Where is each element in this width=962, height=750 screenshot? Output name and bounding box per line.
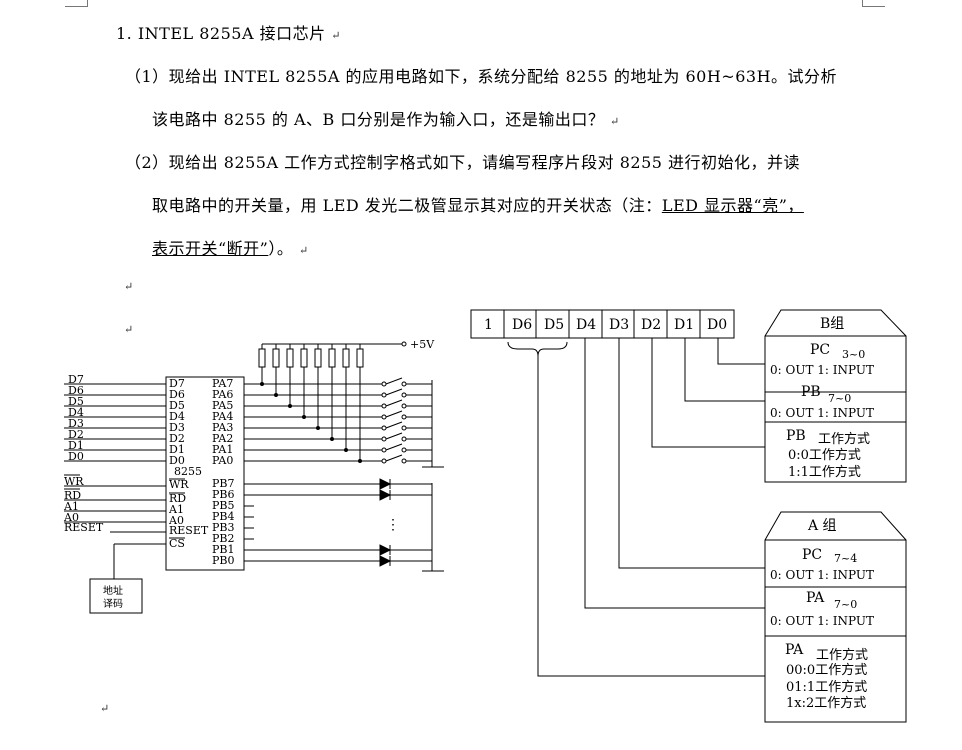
pa-pin-label: PA1 — [212, 443, 233, 456]
pa-pin-label: PA5 — [212, 399, 233, 412]
group-b-mode-head: PB — [786, 428, 806, 444]
pb-pin-label: PB5 — [212, 499, 234, 512]
control-signal-label: WR — [64, 475, 84, 488]
pb-pin-label: PB1 — [212, 543, 234, 556]
bit-cell-0: D0 — [707, 317, 727, 333]
chip-pin-data-label: D2 — [169, 432, 185, 445]
data-bus-label: D7 — [68, 373, 84, 386]
chip-pin-data-label: D0 — [169, 454, 185, 467]
supply-label: +5V — [410, 338, 435, 351]
pb-pin-label: PB2 — [212, 532, 234, 545]
decoder-label-line-2: 译码 — [103, 598, 123, 610]
pb-pin-label: PB7 — [212, 477, 234, 490]
decoder-label-line-1: 地址 — [103, 584, 123, 597]
group-b-pb-head: PB — [801, 384, 821, 400]
group-a-mode-head: PA — [785, 642, 804, 658]
group-b-mode-1: 1:1工作方式 — [788, 464, 861, 480]
question-2-line-2: 取电路中的开关量，用 LED 发光二极管显示其对应的开关状态（注：LED 显示器… — [152, 196, 804, 215]
group-a-mode-01: 01:1工作方式 — [786, 679, 867, 695]
group-a-pa-io: 0: OUT 1: INPUT — [770, 614, 874, 628]
chip-pin-control-label: CS — [169, 537, 185, 550]
control-word-diagram: 1 D6 D5 D4 D3 D2 D1 D0 B组 PC 3~0 0: OUT … — [470, 309, 907, 723]
question-2-line-1: （2）现给出 8255A 工作方式控制字格式如下，请编写程序片段对 8255 进… — [125, 153, 801, 172]
data-bus-label: D6 — [68, 384, 84, 397]
chip-pin-data-label: D1 — [169, 443, 185, 456]
group-b-pc-io: 0: OUT 1: INPUT — [770, 363, 874, 377]
chip-pin-data-label: D7 — [169, 377, 185, 390]
data-bus-label: D2 — [68, 428, 84, 441]
pb-pin-label: PB0 — [212, 554, 234, 567]
data-bus-label: D4 — [68, 406, 84, 419]
chip-pin-data-label: D5 — [169, 399, 185, 412]
chip-pin-data-label: D3 — [169, 421, 185, 434]
pb-pin-label: PB3 — [212, 521, 234, 534]
question-2-line-3: 表示开关“断开”）。 ↵ — [152, 239, 309, 258]
group-b-pb-io: 0: OUT 1: INPUT — [770, 406, 874, 420]
group-b-mode-title: 工作方式 — [818, 431, 870, 447]
bit-cell-6: D6 — [512, 317, 532, 333]
note-underlined-text: LED 显示器“亮”， — [661, 196, 804, 215]
control-signal-label: A0 — [63, 511, 79, 524]
chip-pin-control-label: RD — [169, 492, 186, 505]
group-b-mode-0: 0:0工作方式 — [788, 447, 861, 463]
chip-pin-control-label: RESET — [169, 524, 209, 537]
group-a-pc-io: 0: OUT 1: INPUT — [770, 568, 874, 582]
pa-pin-label: PA0 — [212, 454, 233, 467]
group-a-mode-00: 00:0工作方式 — [786, 662, 867, 678]
pa-pin-label: PA6 — [212, 388, 233, 401]
group-a-mode-title: 工作方式 — [816, 647, 868, 663]
control-signal-label: RD — [64, 489, 81, 502]
data-bus-label: D0 — [68, 450, 84, 463]
control-signal-label: RESET — [64, 521, 104, 534]
chip-pin-control-label: WR — [169, 478, 189, 491]
pa-pin-label: PA7 — [212, 377, 233, 390]
question-1-line-2: 该电路中 8255 的 A、B 口分别是作为输入口，还是输出口？ ↵ — [152, 110, 620, 129]
section-title: 1. INTEL 8255A 接口芯片 ↵ — [116, 24, 341, 43]
pb-pin-label: PB6 — [212, 488, 234, 501]
data-bus-label: D3 — [68, 417, 84, 430]
pa-pin-label: PA4 — [212, 410, 233, 423]
paragraph-mark: ↵ — [124, 280, 134, 293]
chip-pin-data-label: D4 — [169, 410, 185, 423]
page-corner-mark-right — [862, 0, 885, 7]
note-underlined-text-2: 表示开关“断开” — [152, 239, 269, 258]
group-b-pc-head: PC — [810, 342, 830, 358]
control-signal-label: A1 — [63, 500, 79, 513]
chip-pin-control-label: A0 — [168, 514, 184, 527]
chip-pin-data-label: D6 — [169, 388, 185, 401]
chip-pin-control-label: A1 — [168, 503, 184, 516]
bit-cell-2: D2 — [641, 317, 661, 333]
pa-pin-label: PA3 — [212, 421, 233, 434]
data-bus-label: D1 — [68, 439, 84, 452]
bit-cell-4: D4 — [576, 317, 596, 333]
group-b-title: B组 — [820, 316, 844, 332]
dots-label: ⋮ — [386, 517, 400, 533]
group-a-pc-head: PC — [802, 547, 822, 563]
data-bus-label: D5 — [68, 395, 84, 408]
paragraph-mark: ↵ — [100, 702, 110, 715]
group-b-pb-sub: 7~0 — [828, 392, 851, 405]
pb-pin-label: PB4 — [212, 510, 234, 523]
group-a-mode-1x: 1x:2工作方式 — [786, 695, 866, 711]
bit-cell-3: D3 — [609, 317, 629, 333]
group-a-pa-head: PA — [806, 590, 825, 606]
question-1-line-1: （1）现给出 INTEL 8255A 的应用电路如下，系统分配给 8255 的地… — [125, 67, 838, 86]
group-a-pc-sub: 7~4 — [834, 552, 857, 565]
bit-cell-1: D1 — [674, 317, 694, 333]
bit-cell-5: D5 — [544, 317, 564, 333]
pa-pin-label: PA2 — [212, 432, 233, 445]
group-b-pc-sub: 3~0 — [842, 348, 865, 361]
group-a-title: A 组 — [807, 518, 837, 534]
page-corner-mark-left — [65, 0, 88, 7]
paragraph-mark: ↵ — [124, 323, 134, 336]
bit-cell-7: 1 — [484, 317, 493, 333]
group-a-pa-sub: 7~0 — [834, 598, 857, 611]
chip-label: 8255 — [174, 465, 202, 478]
